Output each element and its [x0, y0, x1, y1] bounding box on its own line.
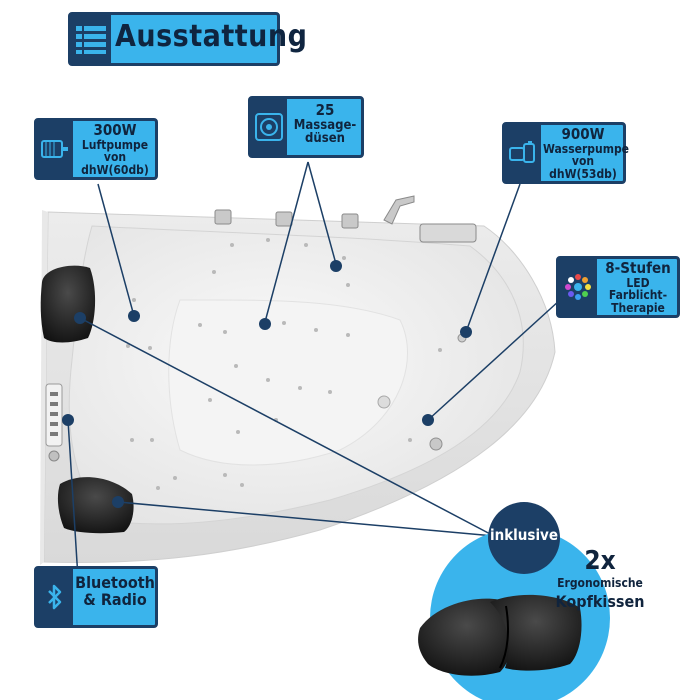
list-icon [71, 15, 111, 63]
jets-label-1: Massage- [293, 117, 357, 133]
air-pump-name: Luftpumpe [81, 137, 149, 152]
led-colors-icon [559, 259, 597, 315]
feature-water-pump: 900W Wasserpumpe von dhW(53db) [502, 122, 629, 184]
title-banner: Ausstattung [68, 12, 307, 66]
feature-air-pump: 300W Luftpumpe von dhW(60db) [34, 118, 158, 180]
headrest-top [40, 265, 96, 343]
pillow-label-2: Kopfkissen [555, 592, 645, 611]
jets-label-2: düsen [305, 131, 345, 147]
kopfkissen-image [418, 594, 582, 676]
led-levels: 8-Stufen [605, 259, 671, 277]
bluetooth-label: Bluetooth [75, 573, 155, 592]
feature-bluetooth: Bluetooth & Radio [34, 566, 158, 628]
radio-label: & Radio [83, 589, 147, 609]
motor-icon [37, 121, 73, 177]
pillow-count: 2x [584, 546, 616, 576]
bluetooth-icon [37, 569, 73, 625]
feature-jets: 25 Massage- düsen [248, 96, 364, 158]
feature-led: 8-Stufen LED Farblicht- Therapie [556, 256, 680, 318]
led-label-2: Therapie [611, 300, 665, 315]
jet-nozzle-icon [251, 99, 287, 155]
water-pump-power: 900W [561, 125, 605, 143]
air-pump-power: 300W [93, 121, 137, 139]
water-pump-name: Wasserpumpe [543, 141, 629, 156]
massage-jets [126, 238, 442, 490]
inklusive-badge: inklusive [489, 526, 559, 544]
page-title: Ausstattung [115, 19, 308, 54]
jets-count: 25 [315, 101, 335, 119]
connector-lines [67, 161, 561, 579]
water-pump-noise: von dhW(53db) [549, 154, 617, 181]
pillow-label-1: Ergonomische [557, 576, 643, 590]
headrest-bottom [57, 477, 134, 534]
led-label-1: LED Farblicht- [608, 275, 668, 303]
faucets [214, 195, 477, 243]
pump-icon [505, 125, 541, 181]
air-pump-noise: von dhW(60db) [81, 150, 149, 177]
